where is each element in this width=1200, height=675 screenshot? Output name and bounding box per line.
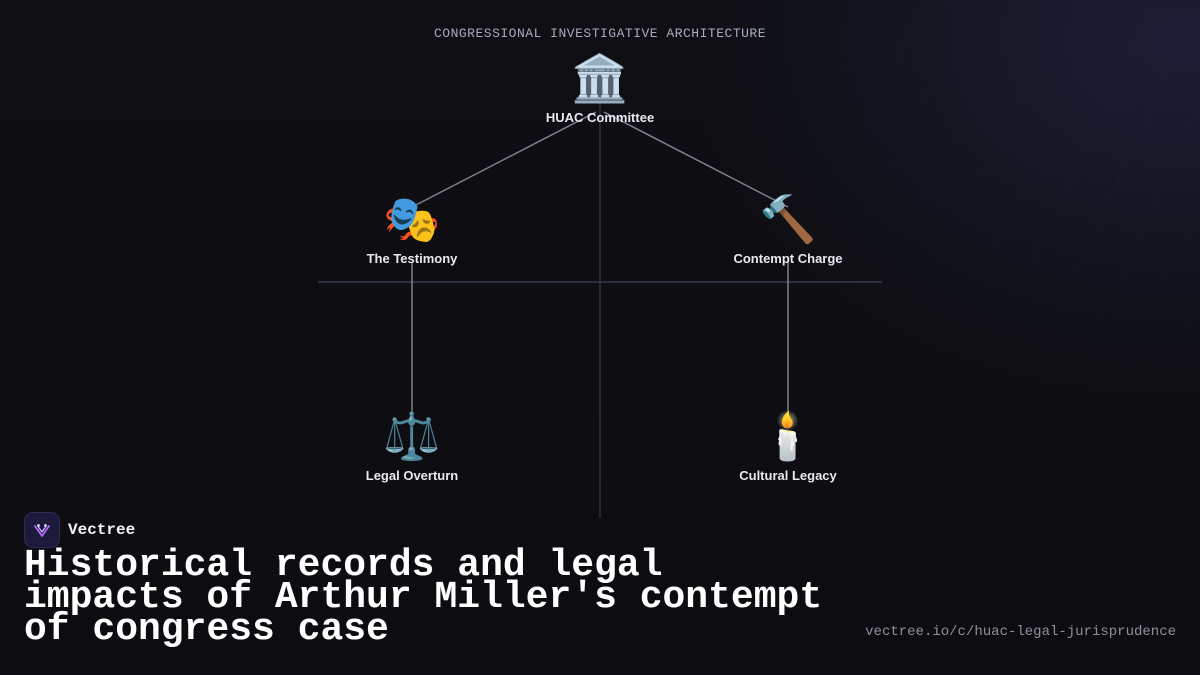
balance-scale-icon: ⚖️	[383, 409, 441, 463]
node-legal-overturn[interactable]: ⚖️ Legal Overturn	[322, 408, 502, 483]
edge-huac-contempt	[603, 111, 789, 208]
performing-arts-masks-icon: 🎭	[383, 192, 441, 246]
edge-huac-testimony	[411, 111, 597, 208]
source-url-link[interactable]: vectree.io/c/huac-legal-jurisprudence	[865, 624, 1176, 640]
page-headline: Historical records and legal impacts of …	[24, 544, 823, 651]
vectree-logo-icon	[24, 512, 60, 548]
hammer-icon: 🔨	[759, 192, 817, 246]
node-label: Contempt Charge	[733, 251, 843, 266]
node-label: Legal Overturn	[365, 468, 459, 483]
node-the-testimony[interactable]: 🎭 The Testimony	[322, 191, 502, 266]
node-label: The Testimony	[366, 251, 458, 266]
candle-icon: 🕯️	[759, 409, 817, 463]
node-label: Cultural Legacy	[739, 468, 837, 483]
vectree-logo-mark	[34, 524, 50, 537]
node-huac-committee[interactable]: 🏛️ HUAC Committee	[510, 50, 690, 125]
brand-name: Vectree	[68, 521, 136, 539]
node-label: HUAC Committee	[545, 110, 655, 125]
classical-building-icon: 🏛️	[571, 51, 629, 105]
node-contempt-charge[interactable]: 🔨 Contempt Charge	[698, 191, 878, 266]
diagram-title: CONGRESSIONAL INVESTIGATIVE ARCHITECTURE	[433, 26, 767, 41]
brand[interactable]: Vectree	[24, 512, 135, 548]
node-cultural-legacy[interactable]: 🕯️ Cultural Legacy	[698, 408, 878, 483]
